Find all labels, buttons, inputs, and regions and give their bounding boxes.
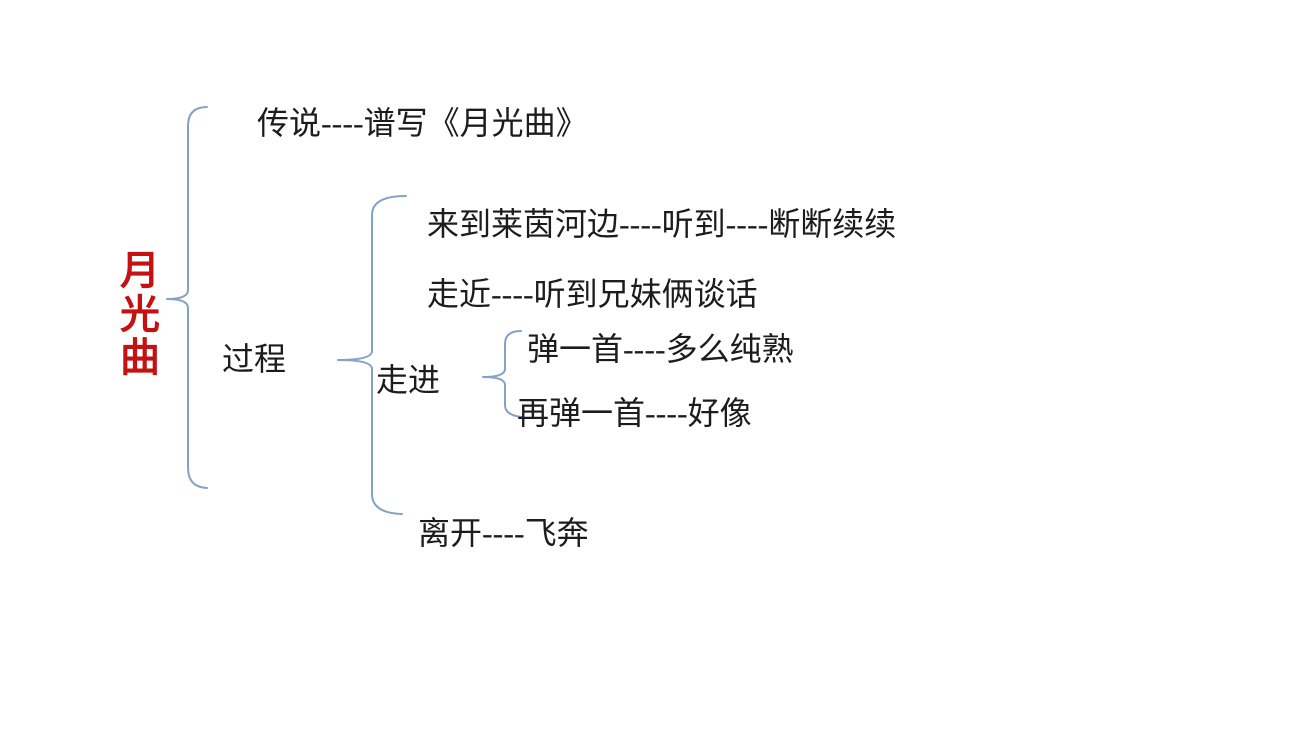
node-approach: 走近----听到兄妹俩谈话 (427, 276, 758, 312)
node-enter: 走进 (376, 362, 441, 398)
root-title: 月光曲 (120, 248, 160, 381)
node-legend: 传说----谱写《月光曲》 (257, 105, 588, 141)
enter-brace (482, 330, 522, 418)
node-play-first: 弹一首----多么纯熟 (527, 331, 794, 367)
node-arrive-rhine: 来到莱茵河边----听到----断断续续 (427, 206, 897, 242)
node-process: 过程 (222, 341, 287, 377)
node-play-again: 再弹一首----好像 (517, 395, 752, 431)
node-leave: 离开----飞奔 (418, 515, 589, 551)
process-brace (337, 195, 407, 515)
root-brace (166, 106, 208, 489)
